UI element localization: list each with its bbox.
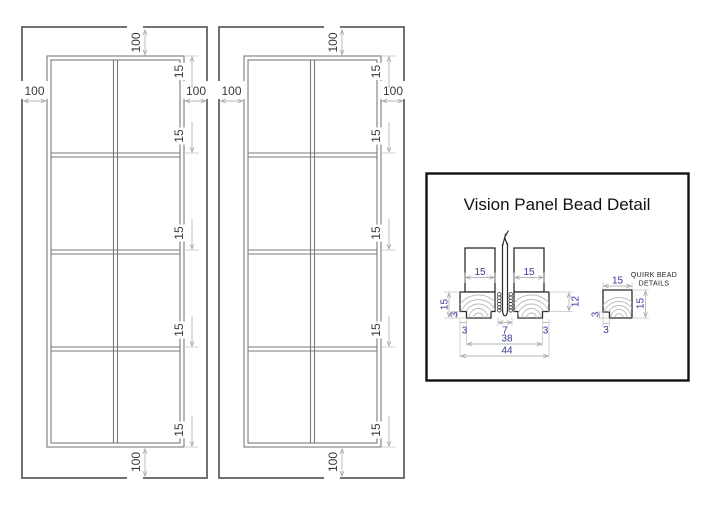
door-right-dim-top: 100	[324, 25, 342, 56]
bead-left-section	[459, 291, 496, 319]
door-left-glazing-frame-inner	[50, 59, 181, 444]
door-right-dim-left-label: 100	[221, 84, 241, 98]
glass-pane	[501, 230, 509, 317]
door-left-rail-dim-3: 15	[172, 323, 186, 337]
door-right-glazing-frame-inner	[247, 59, 378, 444]
door-right-dim-top-label: 100	[326, 32, 340, 52]
dim-span-total: 44	[501, 346, 513, 357]
door-right-rail-dim-2: 15	[369, 226, 383, 240]
bead-section-drawing	[459, 230, 550, 319]
quirk-bead-detail: QUIRK BEAD DETAILS 15 15 3 3	[591, 272, 677, 336]
door-right-glazing-bars	[248, 60, 377, 443]
door-left-dim-right-label: 100	[186, 84, 206, 98]
bead-section-dimensions: 15 15 15 3 12 7 3	[440, 267, 582, 358]
door-right-rail-dims: 15 15 15 15 15	[369, 55, 396, 448]
door-right-dim-right-label: 100	[383, 84, 403, 98]
door-left-rail-dim-1: 15	[172, 129, 186, 143]
dim-quirk-notch-height: 3	[591, 311, 602, 317]
door-right-rail-dim-1: 15	[369, 129, 383, 143]
door-left-dim-bottom-label: 100	[129, 452, 143, 472]
door-left-dim-top-label: 100	[129, 32, 143, 52]
door-right-rail-dim-4: 15	[369, 423, 383, 437]
bead-right-grain	[514, 294, 549, 318]
dim-stile-right-width: 15	[523, 267, 535, 278]
door-left-glazing-bars	[51, 60, 180, 443]
door-right-dim-left: 100	[217, 81, 245, 101]
bead-right-section	[513, 291, 550, 319]
door-right-dim-bottom: 100	[324, 449, 342, 479]
quirk-bead-grain	[603, 297, 632, 318]
door-elevation-left: 100 100 100 100	[20, 25, 210, 479]
door-left-dim-left: 100	[20, 81, 48, 101]
bead-left-grain	[460, 294, 495, 318]
door-right-rail-dim-3: 15	[369, 323, 383, 337]
door-elevation-right: 100 100 100 100 1	[217, 25, 407, 479]
door-left-dim-left-label: 100	[24, 84, 44, 98]
glazing-compound-coils	[497, 292, 513, 313]
detail-box-border	[425, 172, 690, 382]
dim-quirk-height: 15	[636, 298, 647, 310]
door-right-dim-bottom-label: 100	[326, 452, 340, 472]
quirk-bead-label-line2: DETAILS	[639, 281, 670, 288]
door-left-dim-right: 100	[183, 81, 210, 101]
dim-glass-gap: 7	[502, 326, 508, 337]
door-left-rail-dim-4: 15	[172, 423, 186, 437]
dim-quirk-notch-width: 3	[603, 325, 609, 336]
door-left-rail-dims: 15 15 15 15 15	[172, 55, 199, 448]
dim-bead-notch-height: 3	[450, 311, 461, 317]
dim-quirk-width: 15	[612, 276, 624, 287]
dim-stile-left-width: 15	[474, 267, 486, 278]
door-left-rail-dim-2: 15	[172, 226, 186, 240]
dim-notch-width-right: 3	[543, 326, 549, 337]
quirk-bead-label-line1: QUIRK BEAD	[631, 272, 677, 279]
stile-right-section	[513, 247, 545, 293]
vision-panel-bead-detail-box: Vision Panel Bead Detail	[425, 172, 690, 382]
door-left-dim-top: 100	[127, 25, 145, 56]
door-right-rail-dim-0: 15	[369, 65, 383, 79]
dim-notch-width-left: 3	[462, 326, 468, 337]
door-left-rail-dim-0: 15	[172, 65, 186, 79]
dim-bead-height: 15	[440, 299, 451, 311]
stile-left-section	[464, 247, 496, 293]
door-left-dim-bottom: 100	[127, 449, 145, 479]
dim-bead-inner-height: 12	[571, 296, 582, 308]
detail-title: Vision Panel Bead Detail	[464, 195, 651, 214]
door-right-dim-right: 100	[380, 81, 407, 101]
dim-span-inner: 38	[501, 334, 513, 345]
